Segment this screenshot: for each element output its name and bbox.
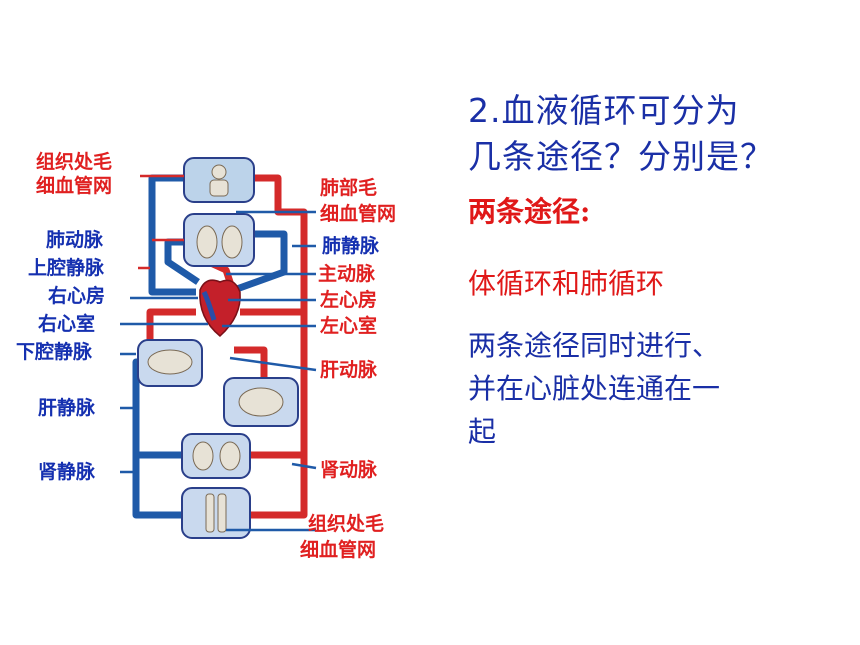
- diagram-labels: 组织处毛 细血管网 肺动脉 上腔静脉 右心房 右心室 下腔静脉 肝静脉 肾静脉 …: [16, 150, 396, 561]
- label-pulmonary-artery: 肺动脉: [46, 228, 104, 251]
- organ-glyphs: [147, 164, 284, 533]
- label-lung-capillary-1: 肺部毛: [320, 176, 377, 199]
- label-hepatic-vein: 肝静脉: [38, 396, 96, 419]
- qa-panel: 2.血液循环可分为 几条途径？分别是？ 两条途径: 体循环和肺循环 两条途径同时…: [468, 88, 848, 453]
- heart: [199, 279, 241, 337]
- lung-capillary: [183, 213, 255, 267]
- answer-names: 体循环和肺循环: [468, 267, 665, 300]
- question-line-1: 2.血液循环可分为: [468, 91, 740, 130]
- label-aorta: 主动脉: [318, 262, 376, 285]
- answer-note: 两条途径同时进行、 并在心脏处连通在一 起: [468, 324, 848, 453]
- answer-note-line-3: 起: [468, 415, 497, 448]
- label-right-ventricle: 右心室: [37, 312, 95, 335]
- label-capillary-bottom-2: 细血管网: [300, 538, 376, 561]
- answer-note-line-1: 两条途径同时进行、: [468, 329, 721, 362]
- label-pulmonary-vein: 肺静脉: [322, 234, 380, 257]
- tissue-capillary-bottom: [181, 487, 251, 539]
- label-right-atrium: 右心房: [47, 284, 105, 307]
- label-renal-vein: 肾静脉: [38, 460, 96, 483]
- answer-count: 两条途径:: [468, 195, 591, 228]
- label-lung-capillary-2: 细血管网: [320, 202, 396, 225]
- pointer-lines: [120, 174, 317, 532]
- label-capillary-top-1: 组织处毛: [36, 150, 112, 173]
- label-inferior-vena-cava: 下腔静脉: [16, 340, 93, 363]
- label-superior-vena-cava: 上腔静脉: [28, 256, 105, 279]
- label-left-ventricle: 左心室: [320, 314, 377, 337]
- answer-note-line-2: 并在心脏处连通在一: [468, 372, 721, 405]
- label-left-atrium: 左心房: [320, 288, 377, 311]
- label-capillary-top-2: 细血管网: [36, 174, 112, 197]
- label-renal-artery: 肾动脉: [320, 458, 378, 481]
- label-hepatic-artery: 肝动脉: [320, 358, 378, 381]
- label-capillary-bottom-1: 组织处毛: [308, 512, 384, 535]
- question-line-2: 几条途径？分别是？: [468, 137, 774, 176]
- organ-boxes: [137, 157, 299, 539]
